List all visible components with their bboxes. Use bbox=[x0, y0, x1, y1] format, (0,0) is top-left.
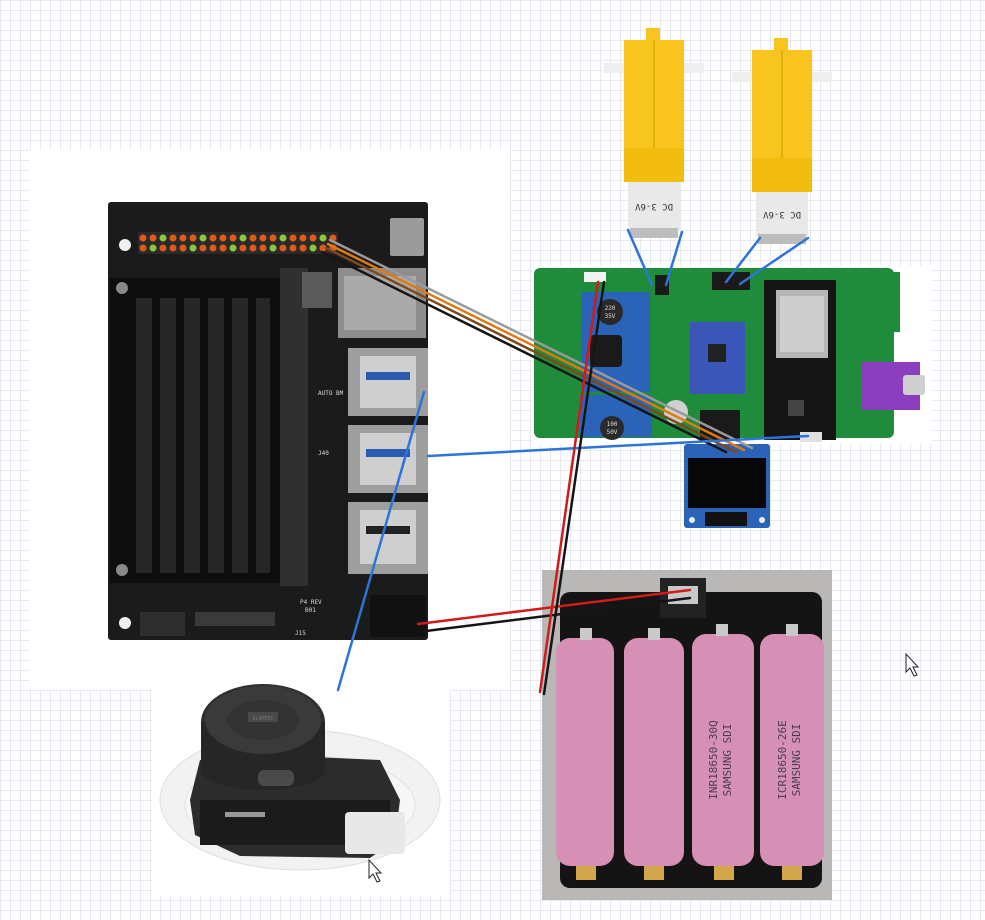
hdmi-port bbox=[390, 218, 424, 256]
gpio-pin bbox=[229, 234, 237, 242]
cell-label: INR18650-30Q bbox=[707, 720, 720, 799]
gpio-pin bbox=[189, 234, 197, 242]
gpio-pin bbox=[289, 234, 297, 242]
camera-connector bbox=[195, 612, 275, 626]
gpio-pin bbox=[179, 244, 187, 252]
gpio-pin bbox=[159, 244, 167, 252]
lidar-logo: SLAMTEC bbox=[252, 716, 273, 722]
gpio-pin bbox=[149, 234, 157, 242]
gpio-pin bbox=[169, 234, 177, 242]
mount-hole bbox=[119, 239, 131, 251]
i2c-wire bbox=[328, 238, 754, 450]
gpio-pin bbox=[249, 244, 257, 252]
mount-hole bbox=[119, 617, 131, 629]
gpio-pin bbox=[239, 234, 247, 242]
power-wire bbox=[542, 280, 606, 696]
wires bbox=[320, 228, 810, 696]
oled-display[interactable] bbox=[684, 444, 770, 528]
gpio-pin bbox=[259, 244, 267, 252]
gpio-pin bbox=[309, 244, 317, 252]
lidar-sensor[interactable]: SLAMTEC bbox=[159, 684, 441, 871]
svg-text:50V: 50V bbox=[607, 429, 618, 436]
gpio-header bbox=[138, 232, 338, 254]
fan-header bbox=[302, 272, 332, 308]
gpio-pin bbox=[319, 234, 327, 242]
power-wire bbox=[416, 596, 692, 634]
silkscreen-text: P4 REV bbox=[300, 599, 322, 606]
jetson-nano-board[interactable]: B01 P4 REV AUTO BM J40 J15 bbox=[108, 202, 428, 640]
motor-wire bbox=[724, 236, 762, 284]
mount-screw bbox=[116, 564, 128, 576]
gpio-pin bbox=[299, 234, 307, 242]
silkscreen-text: J40 bbox=[318, 450, 329, 457]
battery-cells bbox=[556, 624, 824, 880]
gpio-pin bbox=[249, 234, 257, 242]
power-wire bbox=[538, 280, 600, 694]
gpio-pin bbox=[319, 244, 327, 252]
mouse-cursor-icon bbox=[368, 858, 383, 883]
barrel-jack bbox=[370, 595, 426, 637]
cell-label: SAMSUNG SDI bbox=[790, 724, 803, 797]
silkscreen-text: B01 bbox=[305, 607, 316, 614]
gpio-pin bbox=[279, 234, 287, 242]
i2c-wire bbox=[320, 250, 728, 454]
motor-label: DC 3-6V bbox=[634, 201, 673, 211]
motor-wire bbox=[664, 230, 684, 287]
motor-wire bbox=[626, 228, 654, 287]
lidar-wire bbox=[336, 390, 426, 692]
silkscreen-text: AUTO BM bbox=[318, 390, 344, 397]
motor-label: DC 3-6V bbox=[762, 209, 801, 219]
svg-text:35V: 35V bbox=[605, 313, 616, 320]
gpio-pin bbox=[149, 244, 157, 252]
power-wire bbox=[416, 588, 692, 626]
gpio-pin bbox=[219, 234, 227, 242]
cell-label: ICR18650-26E bbox=[776, 720, 789, 799]
gpio-pin bbox=[169, 244, 177, 252]
gpio-pin bbox=[189, 244, 197, 252]
heatsink bbox=[110, 268, 308, 586]
cell-label: SAMSUNG SDI bbox=[721, 724, 734, 797]
i2c-wire bbox=[324, 246, 738, 454]
gpio-pin bbox=[199, 234, 207, 242]
gpio-pin bbox=[159, 234, 167, 242]
gpio-pin bbox=[199, 244, 207, 252]
bottom-header bbox=[140, 612, 185, 636]
usb-ports bbox=[348, 348, 428, 574]
gpio-pin bbox=[209, 234, 217, 242]
esp32-controller-board[interactable]: 220 35V 100 50V bbox=[532, 266, 932, 444]
svg-text:220: 220 bbox=[605, 305, 616, 312]
motor-wire bbox=[738, 236, 810, 286]
gpio-pin bbox=[229, 244, 237, 252]
gpio-pin bbox=[269, 244, 277, 252]
i2c-wire bbox=[326, 242, 746, 452]
gpio-pin bbox=[279, 244, 287, 252]
right-motor[interactable]: DC 3-6V bbox=[732, 38, 832, 244]
gpio-pin bbox=[179, 234, 187, 242]
silkscreen-text: J15 bbox=[295, 630, 306, 637]
battery-holder[interactable]: INR18650-30Q SAMSUNG SDI ICR18650-26E SA… bbox=[542, 570, 832, 900]
gpio-pin bbox=[139, 244, 147, 252]
gpio-pin bbox=[239, 244, 247, 252]
gpio-pin bbox=[139, 234, 147, 242]
left-motor[interactable]: DC 3-6V bbox=[604, 28, 704, 238]
gpio-pin bbox=[299, 244, 307, 252]
mouse-cursor-icon bbox=[905, 652, 920, 677]
usb-wire bbox=[426, 434, 810, 458]
gpio-pin bbox=[289, 244, 297, 252]
svg-text:100: 100 bbox=[607, 421, 618, 428]
gpio-pin bbox=[309, 234, 317, 242]
gpio-pin bbox=[269, 234, 277, 242]
mount-screw bbox=[116, 282, 128, 294]
gpio-pin bbox=[209, 244, 217, 252]
gpio-pin bbox=[219, 244, 227, 252]
gpio-pin bbox=[259, 234, 267, 242]
